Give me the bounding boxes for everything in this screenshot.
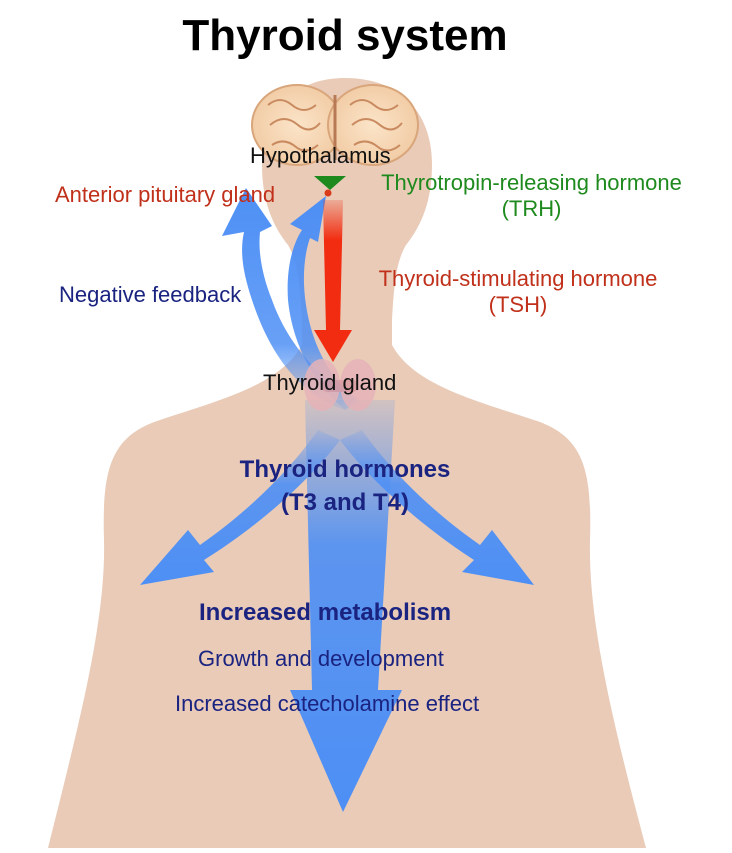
effect-catecholamine: Increased catecholamine effect bbox=[175, 691, 480, 716]
pituitary-dot bbox=[324, 189, 332, 197]
hypothalamus-marker bbox=[314, 176, 346, 190]
thyroid-gland-illustration bbox=[304, 359, 376, 411]
effect-increased-metabolism: Increased metabolism bbox=[199, 599, 452, 626]
negative-feedback-arrow bbox=[222, 188, 360, 410]
page-title: Thyroid system bbox=[182, 11, 508, 60]
thyroid-gland-label: Thyroid gland bbox=[263, 370, 397, 395]
negative-feedback-label: Negative feedback bbox=[59, 282, 242, 307]
tsh-label-line1: Thyroid-stimulating hormone bbox=[378, 266, 658, 291]
tsh-label: Thyroid-stimulating hormone (TSH) bbox=[344, 266, 692, 319]
tsh-label-line2: (TSH) bbox=[488, 292, 548, 318]
thyroid-hormones-line2: (T3 and T4) bbox=[280, 488, 409, 516]
trh-label-line2: (TRH) bbox=[501, 196, 562, 222]
hypothalamus-label: Hypothalamus bbox=[250, 143, 391, 168]
thyroid-hormones-label: Thyroid hormones (T3 and T4) bbox=[200, 456, 490, 518]
trh-label-line1: Thyrotropin-releasing hormone bbox=[381, 170, 682, 195]
anterior-pituitary-label: Anterior pituitary gland bbox=[55, 182, 276, 207]
tsh-arrow bbox=[314, 200, 352, 362]
brain-illustration bbox=[251, 84, 419, 166]
hormone-arrows bbox=[140, 400, 534, 812]
trh-label: Thyrotropin-releasing hormone (TRH) bbox=[344, 170, 719, 223]
thyroid-hormones-line1: Thyroid hormones bbox=[239, 456, 451, 483]
effect-growth-development: Growth and development bbox=[198, 646, 444, 671]
